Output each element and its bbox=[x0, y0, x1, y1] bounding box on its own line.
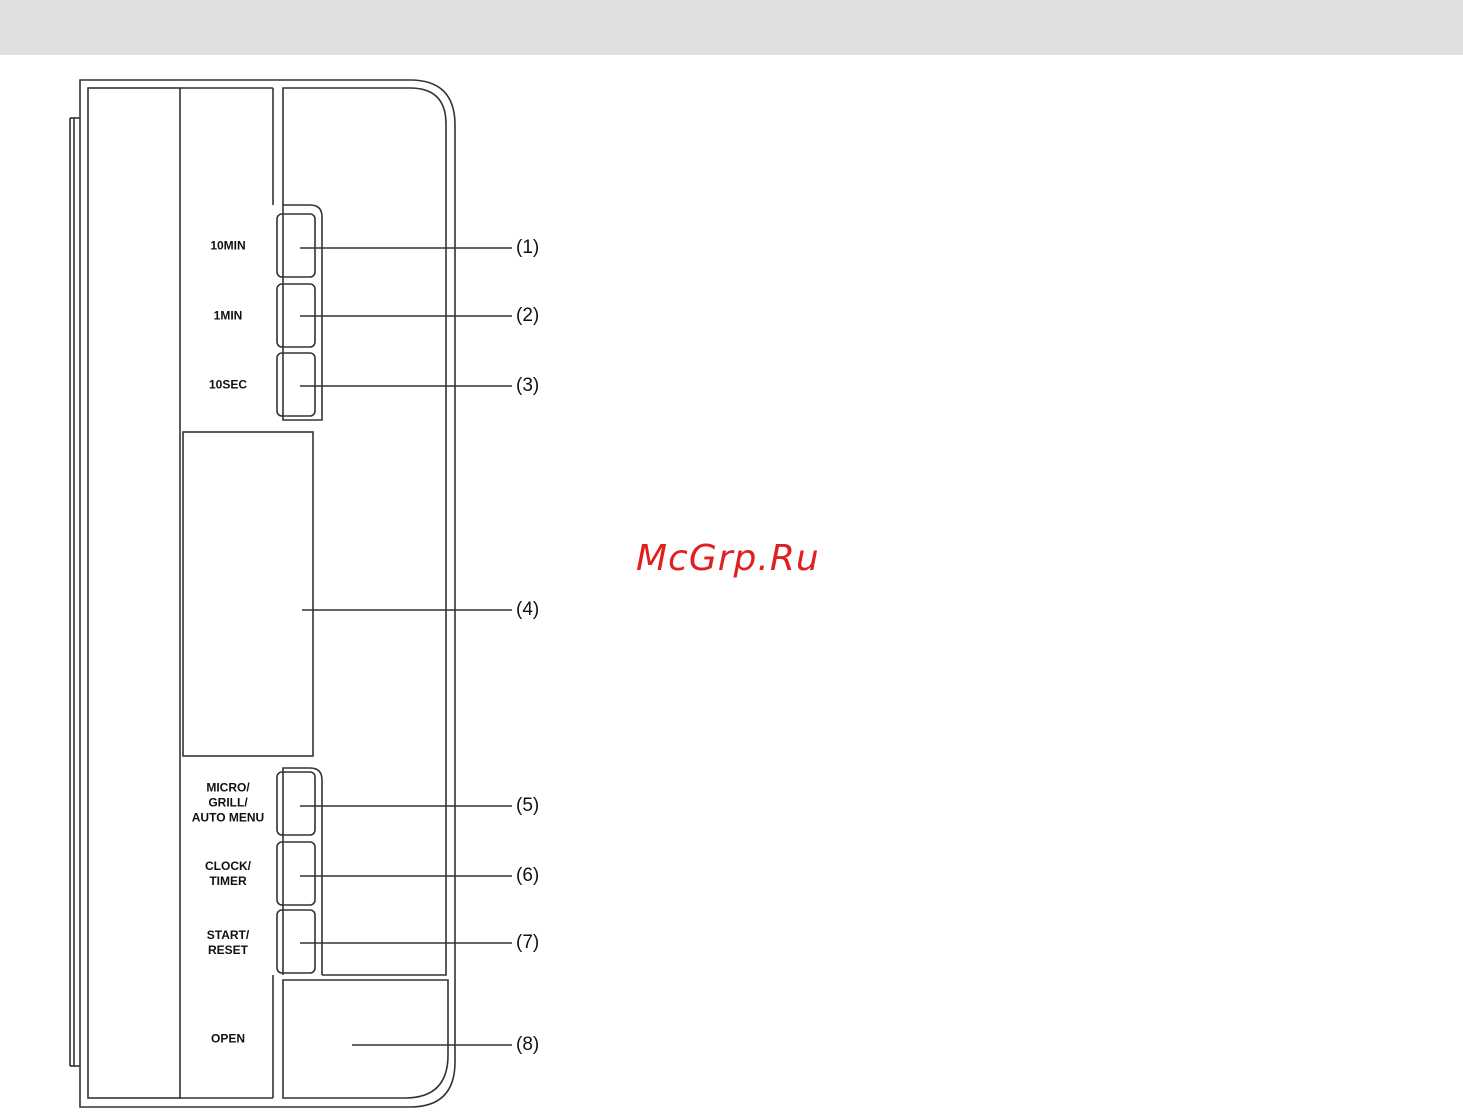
panel-left-column bbox=[88, 88, 180, 1098]
label-clock-timer: CLOCK/ TIMER bbox=[178, 859, 278, 889]
callout-8: (8) bbox=[516, 1034, 539, 1056]
callout-1: (1) bbox=[516, 237, 539, 259]
label-start-reset: START/ RESET bbox=[178, 928, 278, 958]
callout-4: (4) bbox=[516, 599, 539, 621]
watermark: McGrp.Ru bbox=[636, 538, 820, 579]
callout-2: (2) bbox=[516, 305, 539, 327]
callout-7: (7) bbox=[516, 932, 539, 954]
button-open[interactable] bbox=[283, 980, 448, 1098]
lower-button-group bbox=[283, 768, 322, 975]
label-10min: 10MIN bbox=[178, 239, 278, 254]
display-window bbox=[183, 432, 313, 756]
label-1min: 1MIN bbox=[178, 309, 278, 324]
callout-6: (6) bbox=[516, 865, 539, 887]
label-10sec: 10SEC bbox=[178, 378, 278, 393]
callout-5: (5) bbox=[516, 795, 539, 817]
label-open: OPEN bbox=[178, 1032, 278, 1047]
label-micro-grill-auto-menu: MICRO/ GRILL/ AUTO MENU bbox=[178, 781, 278, 826]
callout-3: (3) bbox=[516, 375, 539, 397]
upper-button-group bbox=[283, 205, 322, 420]
